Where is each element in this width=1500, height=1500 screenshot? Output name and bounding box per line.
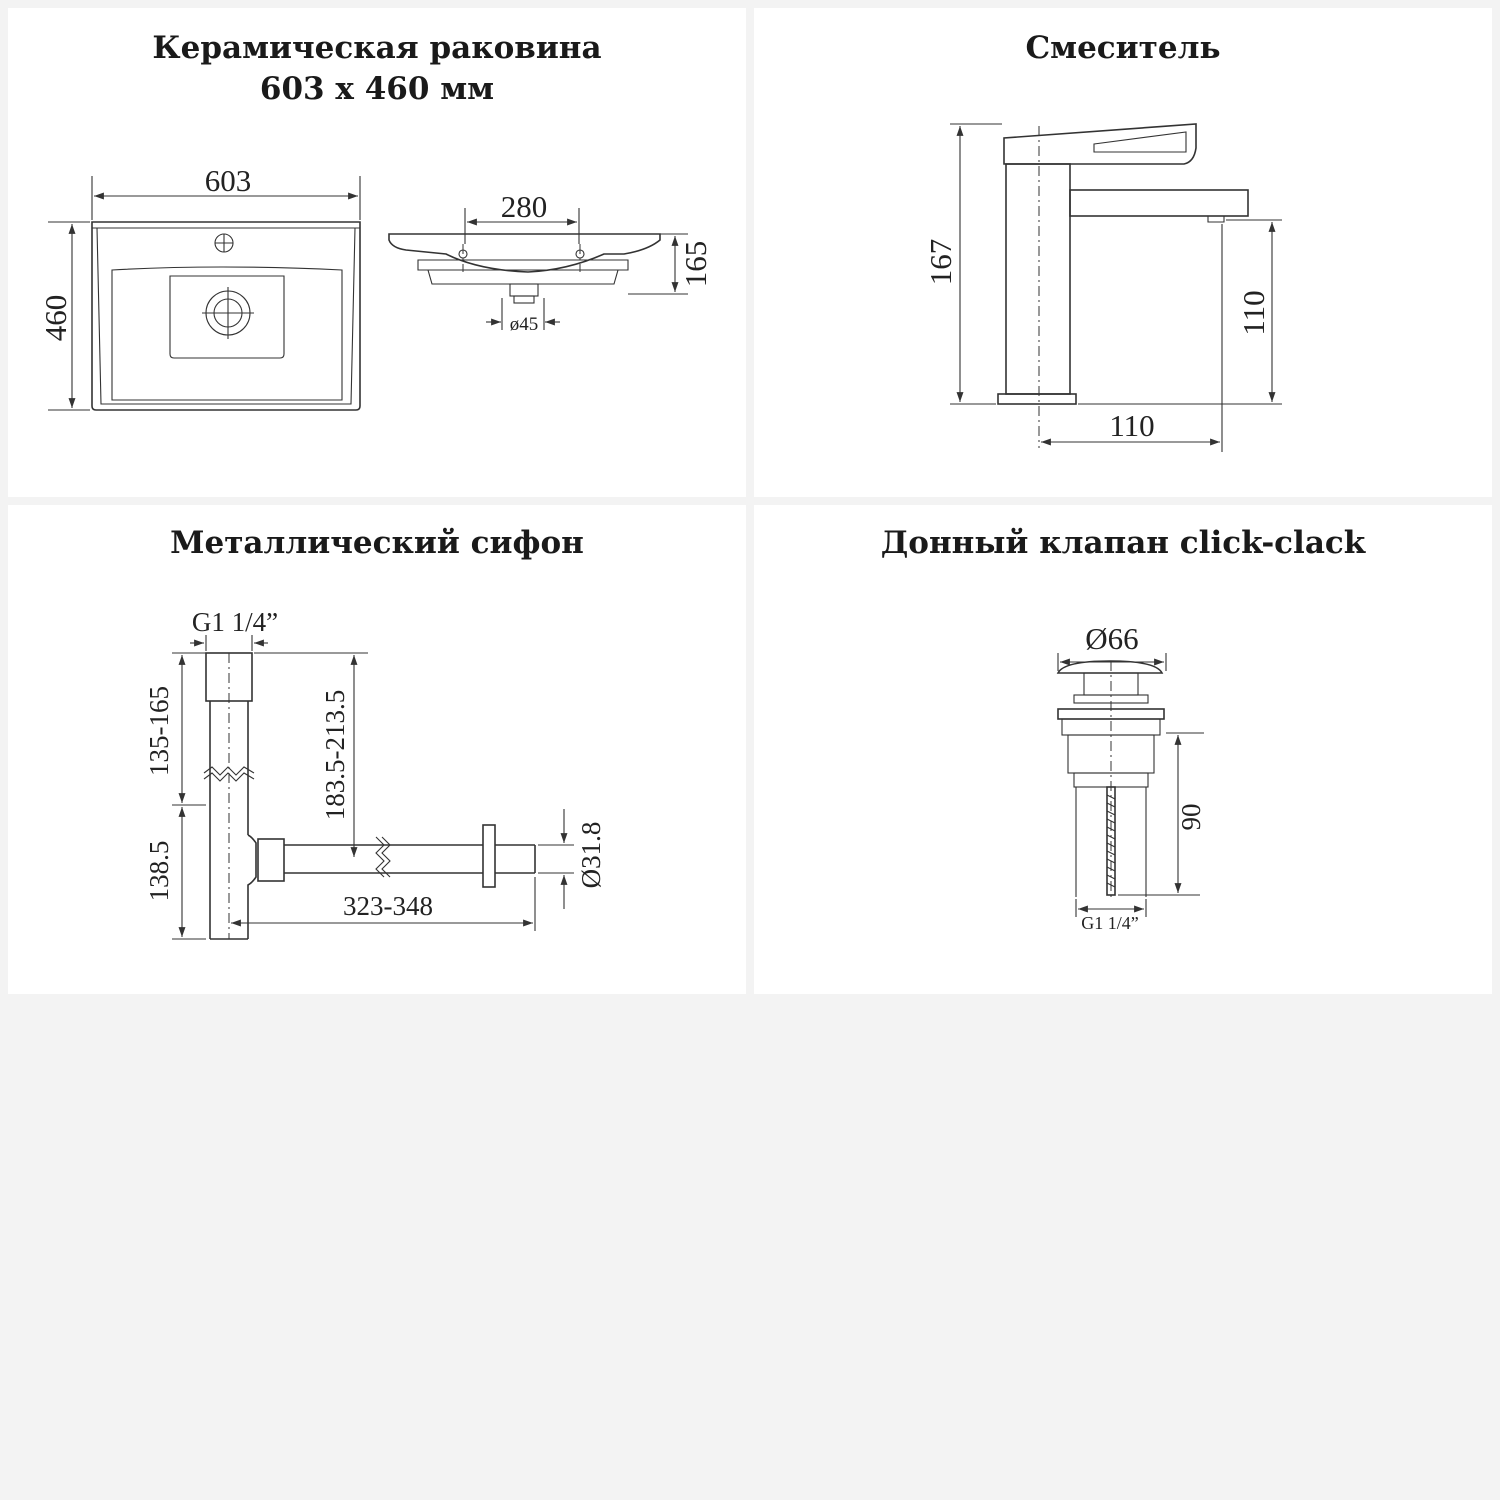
valve-drawing: Ø66 90 G1 1/4” — [1056, 621, 1206, 933]
siphon-thread-label: G1 1/4” — [192, 607, 278, 637]
siphon-dims: G1 1/4” 135-165 138.5 183.5-213.5 323-34… — [144, 607, 606, 940]
sink-title-line2: 603 х 460 мм — [259, 71, 495, 107]
sink-drain-label: ø45 — [510, 314, 539, 335]
faucet-body — [997, 123, 1249, 448]
siphon-drop-label: 183.5-213.5 — [320, 690, 350, 821]
siphon-length-label: 323-348 — [343, 891, 433, 921]
siphon-drawing: G1 1/4” 135-165 138.5 183.5-213.5 323-34… — [144, 607, 606, 940]
siphon-panel: Металлический сифон G1 1/4” — [8, 505, 746, 994]
siphon-title: Металлический сифон — [170, 525, 584, 561]
sink-title: Керамическая раковина 603 х 460 мм — [8, 28, 746, 110]
faucet-title: Смеситель — [1025, 30, 1221, 66]
faucet-dims: 167 110 110 — [923, 123, 1282, 452]
sink-holes-label: 280 — [501, 189, 548, 224]
valve-dims: Ø66 90 G1 1/4” — [1057, 621, 1206, 933]
valve-title: Донный клапан click-clack — [880, 525, 1366, 561]
sink-panel: Керамическая раковина 603 х 460 мм — [8, 8, 746, 497]
faucet-height-label: 167 — [923, 239, 958, 286]
sink-side-view: 280 165 ø45 — [388, 189, 713, 335]
valve-cap-label: Ø66 — [1085, 621, 1138, 656]
faucet-reach-label: 110 — [1109, 408, 1154, 443]
sink-width-label: 603 — [205, 163, 252, 198]
sink-top-view: 603 460 — [38, 163, 361, 411]
faucet-spout-height-label: 110 — [1236, 290, 1271, 335]
faucet-drawing: 167 110 110 — [923, 123, 1282, 452]
valve-body — [1056, 660, 1165, 901]
valve-thread-label: G1 1/4” — [1081, 913, 1139, 933]
sink-height-label: 165 — [678, 241, 713, 288]
faucet-panel: Смеситель 167 110 110 — [754, 8, 1492, 497]
sink-depth-label: 460 — [38, 295, 73, 342]
valve-panel: Донный клапан click-clack Ø66 90 — [754, 505, 1492, 994]
siphon-diameter-label: Ø31.8 — [576, 822, 606, 889]
siphon-upper-label: 135-165 — [144, 686, 174, 776]
valve-length-label: 90 — [1176, 804, 1206, 831]
sink-title-line1: Керамическая раковина — [152, 30, 602, 66]
sink-drawing: 603 460 280 165 — [38, 163, 713, 411]
siphon-body — [203, 652, 536, 940]
siphon-lower-label: 138.5 — [144, 841, 174, 902]
